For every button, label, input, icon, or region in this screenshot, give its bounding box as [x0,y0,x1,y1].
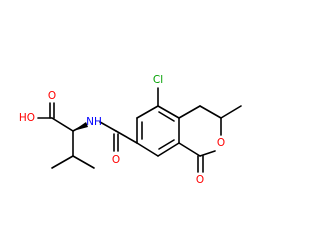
bond [158,139,175,150]
bond [115,130,138,144]
structure-diagram: Cl NH O O O HO O [19,74,242,186]
bond [136,105,159,119]
bond [158,111,175,122]
stereo-wedge-bond [73,122,88,131]
bond [51,155,74,169]
amide-oxygen-label: O [112,154,120,166]
bond [178,105,201,119]
bond [178,142,201,157]
chlorine-label: Cl [153,74,163,86]
atom-labels: Cl NH O O O HO O [19,74,225,186]
bond [51,117,74,132]
bond [199,150,216,157]
bond [136,142,159,157]
hydroxyl-label: HO [19,112,35,124]
bond [157,142,180,157]
ring-oxygen-label: O [217,137,225,149]
lactone-carbonyl-oxygen-label: O [196,174,204,186]
bond [72,155,95,169]
bonds [37,87,242,173]
bond [199,105,222,119]
amide-nitrogen-label: NH [86,116,102,128]
bond [99,121,117,132]
bond [220,105,242,119]
molecule-canvas: Cl NH O O O HO O [19,74,242,186]
bond [157,105,180,119]
acid-carbonyl-oxygen-label: O [48,90,56,102]
